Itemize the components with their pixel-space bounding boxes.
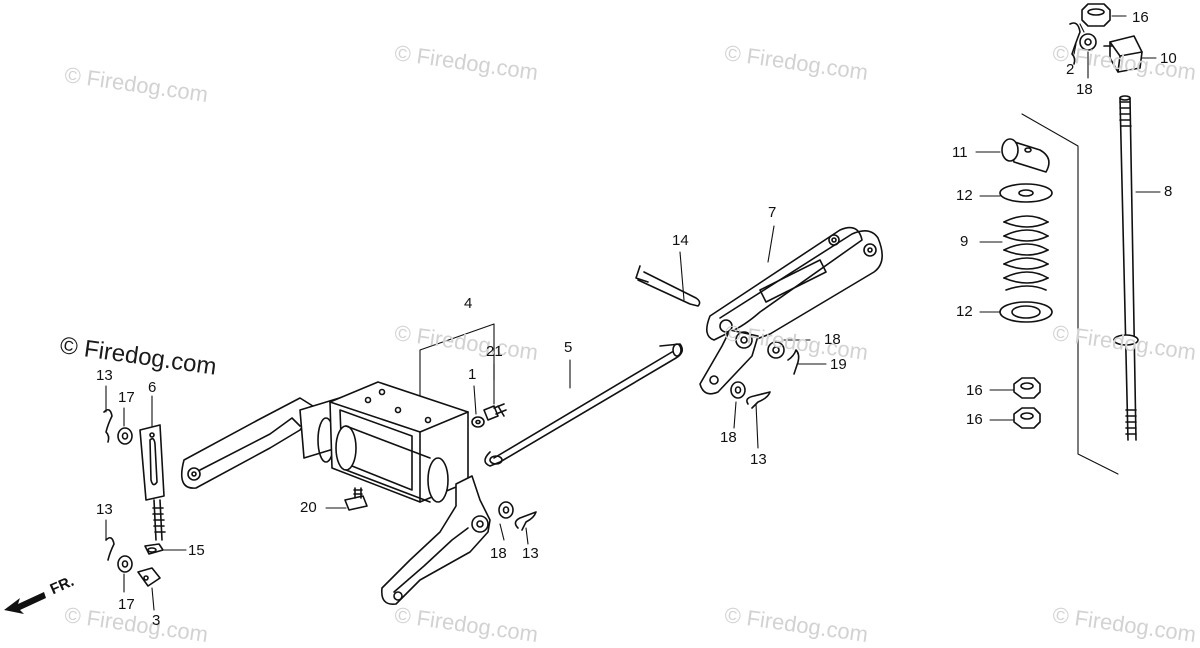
callout-7: 7 — [768, 204, 777, 221]
center-hardware — [498, 501, 537, 531]
callout-6: 6 — [148, 379, 157, 396]
callout-4: 4 — [464, 295, 473, 312]
callout-16: 16 — [966, 382, 983, 399]
callout-17: 17 — [118, 596, 135, 613]
lever-assembly-part — [699, 226, 883, 395]
callout-17: 17 — [118, 389, 135, 406]
callout-14: 14 — [672, 232, 689, 249]
callout-13: 13 — [96, 501, 113, 518]
callout-18: 18 — [824, 331, 841, 348]
callout-18: 18 — [490, 545, 507, 562]
bolt-21-part — [483, 403, 507, 421]
callout-8: 8 — [1164, 183, 1173, 200]
callout-20: 20 — [300, 499, 317, 516]
adjuster-plate-part — [139, 424, 166, 541]
lever-hardware — [730, 341, 800, 409]
callout-18: 18 — [720, 429, 737, 446]
callout-1: 1 — [468, 366, 477, 383]
front-direction-arrow-icon — [4, 592, 46, 614]
callout-18: 18 — [1076, 81, 1093, 98]
callout-16: 16 — [966, 411, 983, 428]
spring-seat-12-lower — [999, 301, 1053, 323]
left-hardware — [103, 408, 164, 587]
callout-2: 2 — [1066, 61, 1075, 78]
callout-12: 12 — [956, 303, 973, 320]
bolt-20-part — [344, 487, 368, 511]
callout-19: 19 — [830, 356, 847, 373]
group-lines — [419, 113, 1119, 475]
callout-9: 9 — [960, 233, 969, 250]
callout-3: 3 — [152, 612, 161, 629]
callout-16: 16 — [1132, 9, 1149, 26]
spring-9-part — [1003, 215, 1049, 291]
pin-14-part — [635, 265, 701, 307]
callout-11: 11 — [952, 144, 968, 161]
callout-5: 5 — [564, 339, 573, 356]
bracket-assembly-part — [180, 381, 491, 605]
pin-11-part — [1001, 138, 1050, 173]
spring-seat-12-upper — [999, 183, 1053, 203]
callout-13: 13 — [750, 451, 767, 468]
callout-13: 13 — [522, 545, 539, 562]
callout-15: 15 — [188, 542, 205, 559]
washer-1-part — [471, 416, 485, 428]
callout-12: 12 — [956, 187, 973, 204]
long-rod-8-part — [1113, 95, 1139, 441]
callout-21: 21 — [486, 343, 503, 360]
top-hardware — [1069, 3, 1143, 73]
rod-5-part — [484, 343, 684, 467]
callout-13: 13 — [96, 367, 113, 384]
callout-10: 10 — [1160, 50, 1177, 67]
leader-lines — [105, 15, 1161, 611]
nuts-16-part — [1013, 377, 1041, 429]
